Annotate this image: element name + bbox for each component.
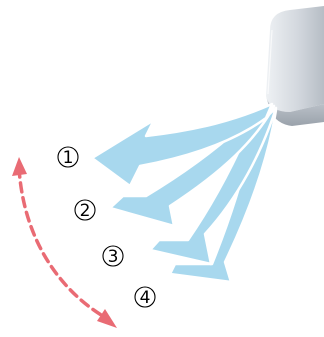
position-label-3-text: 3 bbox=[108, 247, 119, 267]
position-label-1-text: 1 bbox=[63, 148, 74, 168]
swing-arrowhead-up bbox=[12, 157, 27, 176]
swing-range-arrow bbox=[12, 157, 117, 328]
position-label-4-text: 4 bbox=[140, 288, 151, 308]
position-label-2-text: 2 bbox=[80, 201, 91, 221]
indoor-unit-body bbox=[266, 6, 324, 112]
position-label-4: 4 bbox=[135, 287, 155, 308]
position-label-1: 1 bbox=[58, 147, 78, 168]
swing-arrowhead-down bbox=[97, 309, 117, 328]
swing-arc bbox=[19, 168, 108, 319]
position-label-2: 2 bbox=[75, 200, 95, 221]
position-label-3: 3 bbox=[103, 246, 123, 267]
